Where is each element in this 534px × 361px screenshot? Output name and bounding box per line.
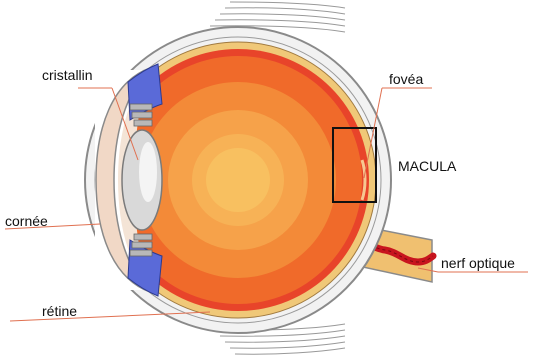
label-fovea: fovéa — [389, 71, 423, 87]
label-macula: MACULA — [398, 158, 457, 174]
label-cornee: cornée — [5, 213, 48, 229]
label-retine: rétine — [42, 303, 77, 319]
label-cristallin: cristallin — [42, 67, 93, 83]
label-nerf-optique: nerf optique — [441, 255, 515, 271]
vitreous-center — [206, 148, 270, 212]
